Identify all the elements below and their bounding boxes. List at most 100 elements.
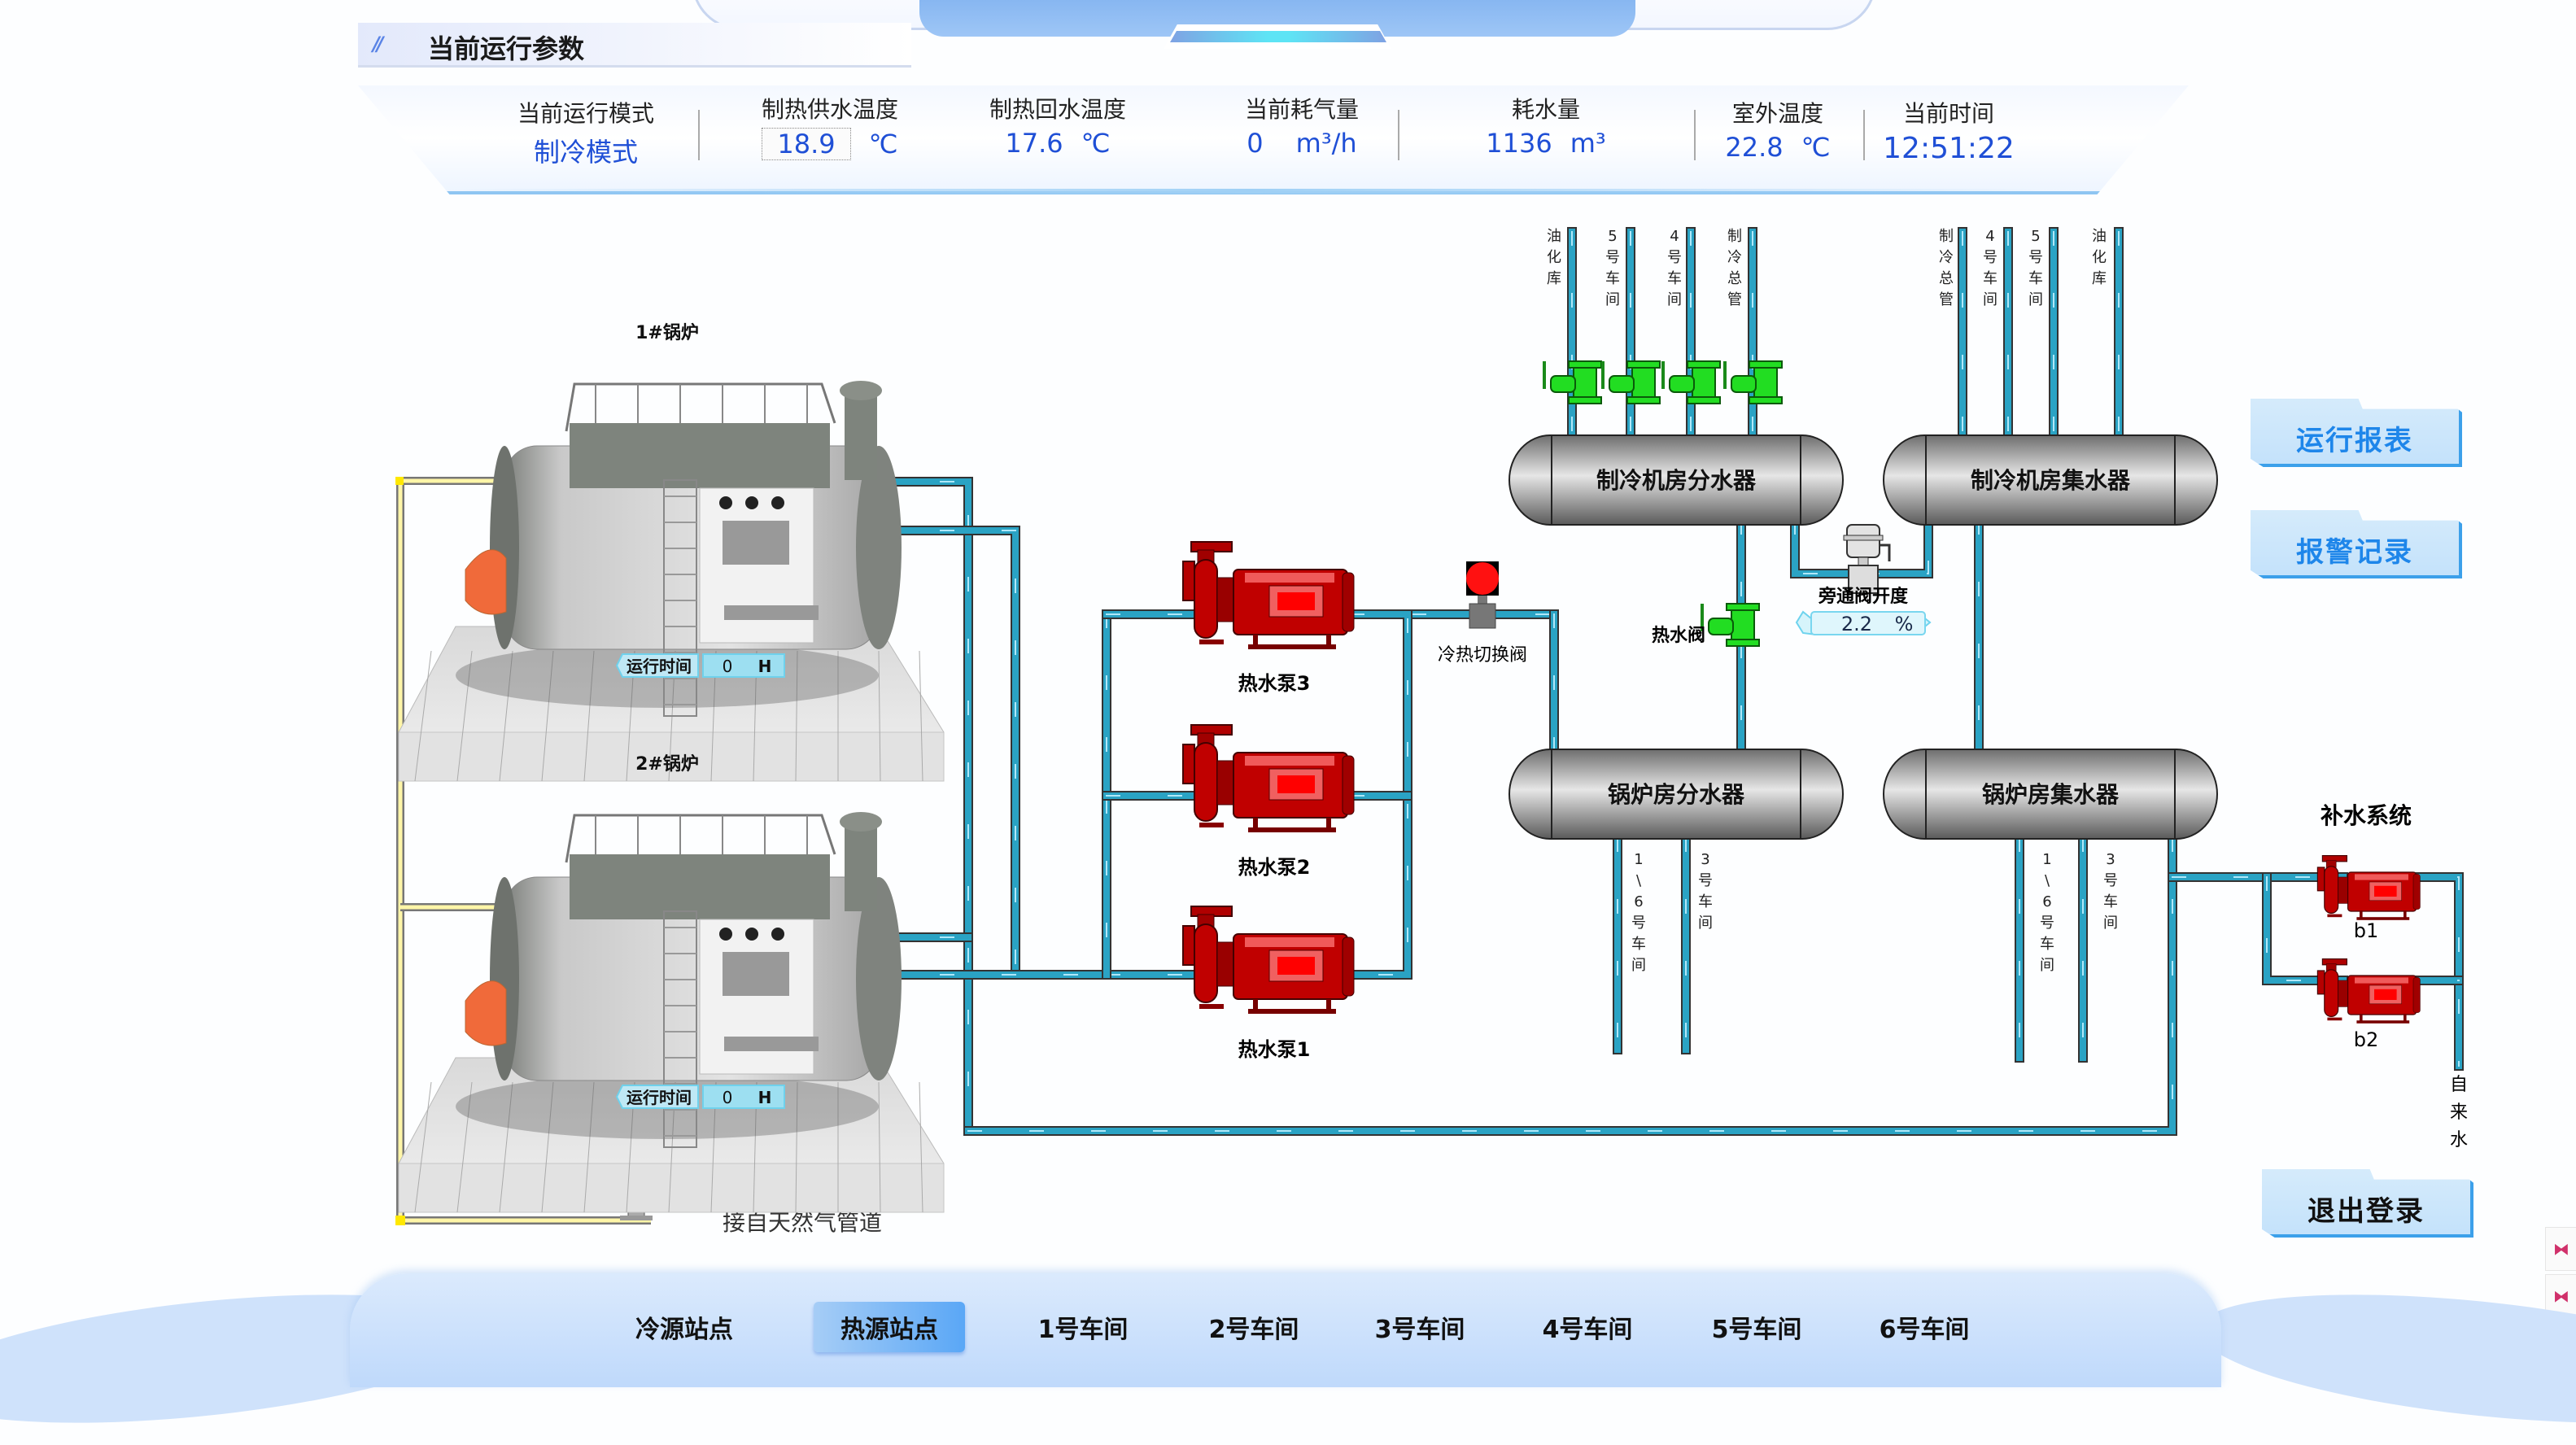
hot-water-valve-icon[interactable] [1701,602,1761,648]
header-label: 制冷机房分水器 [1596,467,1757,494]
param-label: 当前耗气量 [1244,96,1359,123]
nav-tab-6[interactable]: 4号车间 [1542,1316,1633,1344]
param-current-time: 当前时间 12:51:22 [1880,96,2018,165]
param-unit: m³ [1570,128,1606,159]
param-value: 0 [1247,128,1264,159]
branch-valve-workshop-5[interactable] [1601,360,1661,405]
section-header: // 当前运行参数 [358,23,911,68]
nav-tab-5[interactable]: 3号车间 [1374,1316,1465,1344]
runtime-display: 运行时间 0 H [615,1085,785,1109]
makeup-pump-label: b1 [2354,919,2379,942]
boiler-supply-header: 锅炉房分水器 [1508,749,1844,840]
nav-tab-8[interactable]: 6号车间 [1879,1316,1970,1344]
makeup-pump-label: b2 [2354,1028,2379,1051]
branch-valve-workshop-4[interactable] [1661,360,1722,405]
runtime-value: 0 [723,1088,733,1107]
divider [698,110,700,160]
params-panel-glow [456,189,2042,194]
gas-inlet-label: 接自天然气管道 [723,1209,882,1236]
runtime-label: 运行时间 [627,657,692,676]
param-unit: ℃ [868,129,898,159]
nav-tab-1[interactable]: 冷源站点 [635,1316,733,1344]
param-value: 22.8 [1725,132,1784,163]
alarm-record-label: 报警记录 [2296,535,2413,569]
bypass-label: 旁通阀开度 [1818,586,1909,607]
nav-tab-2[interactable]: 热源站点 [814,1302,965,1352]
boiler-name: 2#锅炉 [635,753,699,775]
param-return-temp: 制热回水温度 17.6℃ [968,92,1147,159]
cold-return-branch-label: 制冷总管 [1939,228,1954,308]
flag-tool-icon[interactable]: ⧓ [2545,1227,2576,1271]
run-report-label: 运行报表 [2296,424,2413,457]
header-label: 锅炉房集水器 [1982,781,2120,808]
header-label: 制冷机房集水器 [1971,467,2131,494]
pump-label: 热水泵2 [1238,856,1311,879]
tap-water-label: 自来水 [2450,1075,2468,1150]
cold-supply-branch-label: 制冷总管 [1727,228,1742,308]
divider [1863,110,1865,160]
boiler-return-riser [874,477,973,1136]
param-label: 当前运行模式 [517,100,654,127]
hot-water-pump-3[interactable] [1182,541,1355,650]
boiler-return-header: 锅炉房集水器 [1883,749,2218,840]
bypass-valve-icon[interactable] [1843,524,1891,594]
nav-tab-7[interactable]: 5号车间 [1711,1316,1802,1344]
alarm-record-button[interactable]: 报警记录 [2251,510,2462,578]
branch-valve-oil-store[interactable] [1543,360,1603,405]
pump-label: 热水泵3 [1238,672,1311,695]
switch-valve-label: 冷热切换阀 [1438,645,1527,666]
return-loop [963,833,2177,1136]
divider [1694,110,1696,160]
hot-water-valve-label: 热水阀 [1652,625,1705,646]
section-title: 当前运行参数 [428,33,585,64]
top-tab-glow [1170,31,1386,42]
run-report-button[interactable]: 运行报表 [2251,399,2462,467]
cold-return-header: 制冷机房集水器 [1883,434,2218,526]
hot-water-pump-1[interactable] [1182,906,1355,1015]
bypass-unit: % [1895,613,1914,635]
water-pipes [874,227,2464,1136]
param-unit: m³/h [1295,128,1357,159]
runtime-label: 运行时间 [627,1088,692,1107]
param-outdoor-temp: 室外温度 22.8 ℃ [1717,96,1839,163]
bypass-opening-display [1795,610,1932,635]
param-label: 制热供水温度 [761,96,898,123]
param-label: 室外温度 [1731,100,1823,127]
hot-water-pump-2[interactable] [1182,724,1355,833]
param-unit: ℃ [1801,132,1831,163]
makeup-pump-b1[interactable] [2316,854,2421,921]
runtime-unit: H [758,657,772,676]
param-label: 当前时间 [1902,100,1994,127]
boiler-name: 1#锅炉 [635,322,699,343]
header-label: 锅炉房分水器 [1608,781,1745,808]
param-value: 1136 [1486,128,1552,159]
branch-valve-cooling-main[interactable] [1723,360,1784,405]
param-value: 制冷模式 [533,137,638,168]
param-value: 12:51:22 [1883,132,2015,165]
runtime-unit: H [758,1088,772,1107]
nav-tab-4[interactable]: 2号车间 [1208,1316,1299,1344]
param-value: 17.6 [1005,128,1063,159]
cold-return-branch-label: 油化库 [2092,228,2107,287]
logout-label: 退出登录 [2307,1194,2425,1228]
makeup-pump-b2[interactable] [2316,958,2421,1024]
makeup-title: 补水系统 [2321,802,2412,829]
supply-temp-input[interactable]: 18.9 [762,128,851,160]
param-gas-consumption: 当前耗气量 0 m³/h [1204,92,1399,159]
switch-valve-icon[interactable] [1466,561,1499,629]
nav-tab-3[interactable]: 1号车间 [1037,1316,1129,1344]
logout-button[interactable]: 退出登录 [2262,1169,2473,1238]
